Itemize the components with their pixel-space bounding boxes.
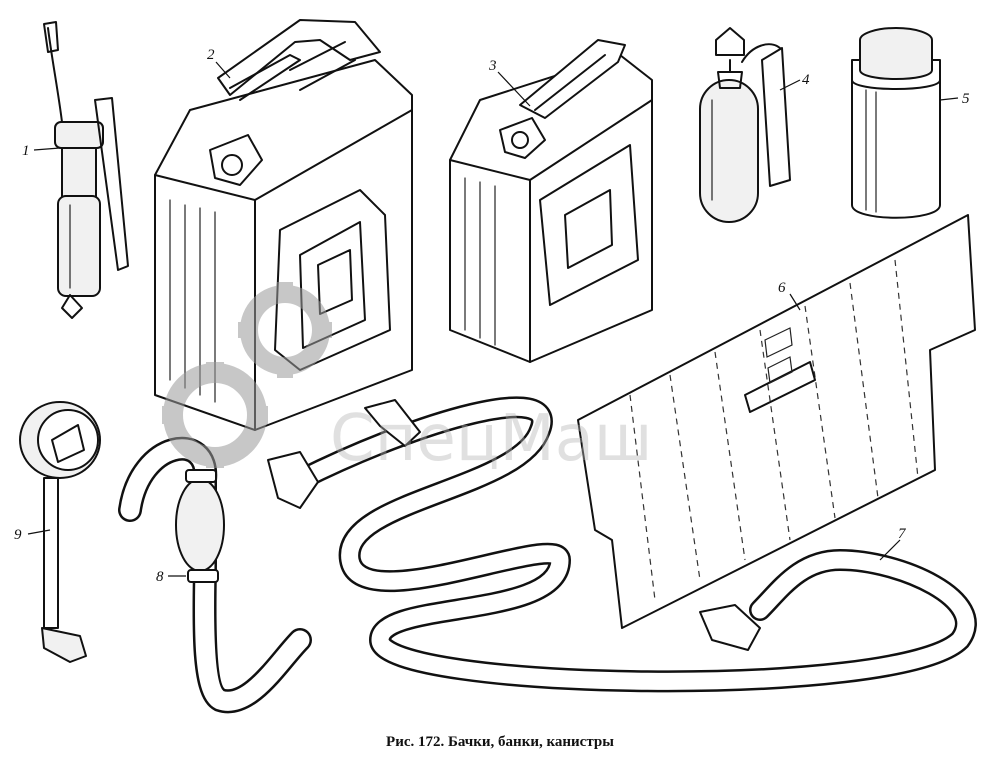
callouts: 1 2 3 4 5 6 7 8 9 — [14, 47, 970, 585]
item-5-jar — [851, 27, 941, 219]
callout-9: 9 — [14, 527, 22, 543]
watermark: СпецМаш — [162, 282, 652, 476]
callout-4: 4 — [802, 72, 810, 88]
item-6-panel — [577, 214, 976, 629]
callout-6: 6 — [778, 280, 786, 296]
item-9-filler-cap — [19, 401, 101, 663]
callout-5: 5 — [962, 91, 970, 107]
callout-2: 2 — [207, 47, 215, 63]
item-7-hose — [267, 396, 977, 693]
callout-3: 3 — [488, 58, 497, 74]
gear-icon — [162, 282, 332, 468]
item-3-medium-canister — [449, 39, 653, 363]
figure-caption: Рис. 172. Бачки, банки, канистры — [386, 734, 614, 750]
callout-1: 1 — [22, 143, 30, 159]
item-8-bulb-pump — [118, 436, 312, 714]
callout-7: 7 — [898, 526, 907, 542]
callout-8: 8 — [156, 569, 164, 585]
item-1-oiler — [43, 21, 129, 319]
item-4-gas-cylinder — [699, 27, 791, 223]
watermark-text: СпецМаш — [330, 402, 652, 476]
